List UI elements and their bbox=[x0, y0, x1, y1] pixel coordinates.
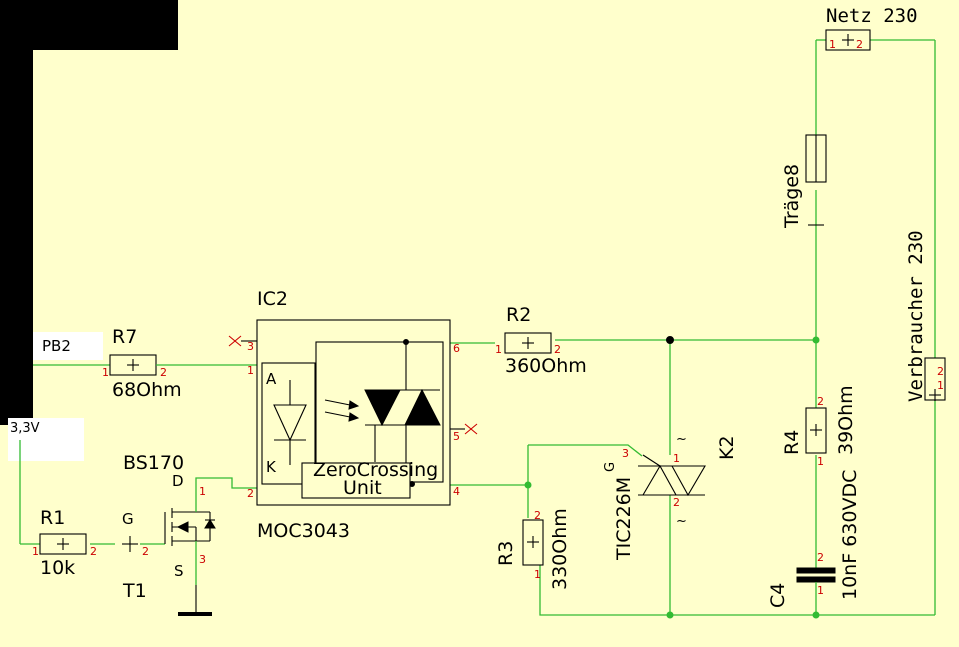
svg-text:1: 1 bbox=[247, 364, 254, 377]
svg-text:1: 1 bbox=[199, 485, 206, 498]
svg-text:330Ohm: 330Ohm bbox=[549, 508, 571, 590]
svg-text:2: 2 bbox=[160, 366, 167, 379]
junction-dot bbox=[666, 336, 674, 344]
junction-dot bbox=[812, 611, 820, 619]
svg-text:1: 1 bbox=[817, 455, 824, 468]
svg-text:2: 2 bbox=[817, 395, 824, 408]
svg-text:BS170: BS170 bbox=[123, 452, 184, 474]
resistor-r2[interactable]: R2 1 2 360Ohm bbox=[495, 304, 587, 377]
svg-text:A: A bbox=[266, 370, 277, 388]
ic2-label: IC2 bbox=[257, 288, 288, 310]
svg-text:3: 3 bbox=[247, 340, 254, 353]
svg-text:39Ohm: 39Ohm bbox=[835, 385, 857, 455]
mosfet-bs170[interactable]: BS170 D S T1 1 3 bbox=[122, 452, 216, 616]
svg-text:2: 2 bbox=[554, 343, 561, 356]
svg-text:Unit: Unit bbox=[343, 477, 382, 499]
svg-text:D: D bbox=[172, 472, 184, 490]
black-frame-left bbox=[0, 0, 33, 425]
moc-label: MOC3043 bbox=[257, 520, 350, 542]
v33-label-box bbox=[8, 418, 84, 461]
resistor-r4[interactable]: 2 1 R4 39Ohm bbox=[781, 385, 857, 468]
junction-dot bbox=[812, 336, 820, 344]
netz-connector[interactable]: Netz 230 1 2 bbox=[825, 5, 918, 51]
svg-text:S: S bbox=[174, 562, 184, 580]
capacitor-c4[interactable]: 2 1 C4 10nF 630VDC bbox=[767, 470, 861, 608]
junction-dot bbox=[666, 611, 674, 619]
svg-text:4: 4 bbox=[453, 485, 460, 498]
gate-connection-point: G 2 bbox=[122, 510, 149, 558]
fuse-traege8[interactable]: Träge8 bbox=[781, 134, 827, 229]
svg-text:1: 1 bbox=[495, 343, 502, 356]
wires bbox=[19, 39, 936, 616]
svg-text:68Ohm: 68Ohm bbox=[112, 379, 182, 401]
svg-text:C4: C4 bbox=[767, 583, 789, 608]
svg-text:1: 1 bbox=[673, 452, 680, 465]
svg-text:G: G bbox=[603, 462, 618, 472]
pb2-label-box bbox=[33, 332, 103, 360]
svg-text:TIC226M: TIC226M bbox=[613, 477, 635, 561]
svg-text:360Ohm: 360Ohm bbox=[505, 355, 587, 377]
svg-text:2: 2 bbox=[534, 509, 541, 522]
svg-text:~: ~ bbox=[676, 514, 687, 529]
svg-text:R4: R4 bbox=[781, 430, 803, 455]
svg-text:1: 1 bbox=[32, 545, 39, 558]
junction-dot bbox=[524, 481, 532, 489]
pb2-label: PB2 bbox=[42, 337, 71, 355]
svg-text:2: 2 bbox=[142, 545, 149, 558]
svg-text:1: 1 bbox=[817, 584, 824, 597]
svg-text:10k: 10k bbox=[40, 557, 75, 579]
resistor-r3[interactable]: 2 1 R3 330Ohm bbox=[495, 508, 571, 590]
svg-text:1: 1 bbox=[829, 38, 836, 51]
v33-label: 3,3V bbox=[10, 421, 40, 436]
verbraucher-label: Verbraucher 230 bbox=[905, 230, 927, 402]
svg-text:10nF 630VDC: 10nF 630VDC bbox=[839, 470, 861, 600]
fuse-label: Träge8 bbox=[781, 164, 803, 229]
resistor-r7[interactable]: R7 1 2 68Ohm bbox=[102, 326, 182, 401]
svg-text:2: 2 bbox=[937, 365, 944, 378]
svg-text:T1: T1 bbox=[122, 580, 147, 602]
svg-text:1: 1 bbox=[534, 568, 541, 581]
verbraucher-connector[interactable]: Verbraucher 230 2 1 bbox=[905, 230, 946, 402]
optotriac-ic2[interactable]: IC2 MOC3043 3 1 2 6 5 4 A K bbox=[228, 288, 478, 542]
svg-text:2: 2 bbox=[856, 38, 863, 51]
svg-text:1: 1 bbox=[937, 379, 944, 392]
svg-text:ZeroCrossing: ZeroCrossing bbox=[313, 459, 438, 481]
svg-text:2: 2 bbox=[247, 487, 254, 500]
svg-text:2: 2 bbox=[817, 551, 824, 564]
svg-text:R2: R2 bbox=[506, 304, 531, 326]
svg-text:3: 3 bbox=[622, 447, 629, 460]
svg-text:2: 2 bbox=[90, 545, 97, 558]
svg-text:6: 6 bbox=[453, 342, 460, 355]
svg-text:R3: R3 bbox=[495, 541, 517, 566]
svg-text:~: ~ bbox=[676, 432, 687, 447]
netz-label: Netz 230 bbox=[826, 5, 918, 27]
svg-text:1: 1 bbox=[102, 366, 109, 379]
svg-text:G: G bbox=[122, 510, 134, 528]
svg-text:R1: R1 bbox=[40, 507, 65, 529]
svg-text:3: 3 bbox=[199, 553, 206, 566]
resistor-r1[interactable]: R1 1 2 10k bbox=[32, 507, 97, 579]
svg-text:2: 2 bbox=[673, 496, 680, 509]
svg-text:5: 5 bbox=[453, 430, 460, 443]
triac-k2[interactable]: ~ ~ 3 1 2 K2 G TIC226M bbox=[603, 432, 738, 561]
svg-text:R7: R7 bbox=[112, 326, 137, 348]
svg-text:K2: K2 bbox=[716, 435, 738, 460]
svg-text:K: K bbox=[266, 458, 277, 476]
